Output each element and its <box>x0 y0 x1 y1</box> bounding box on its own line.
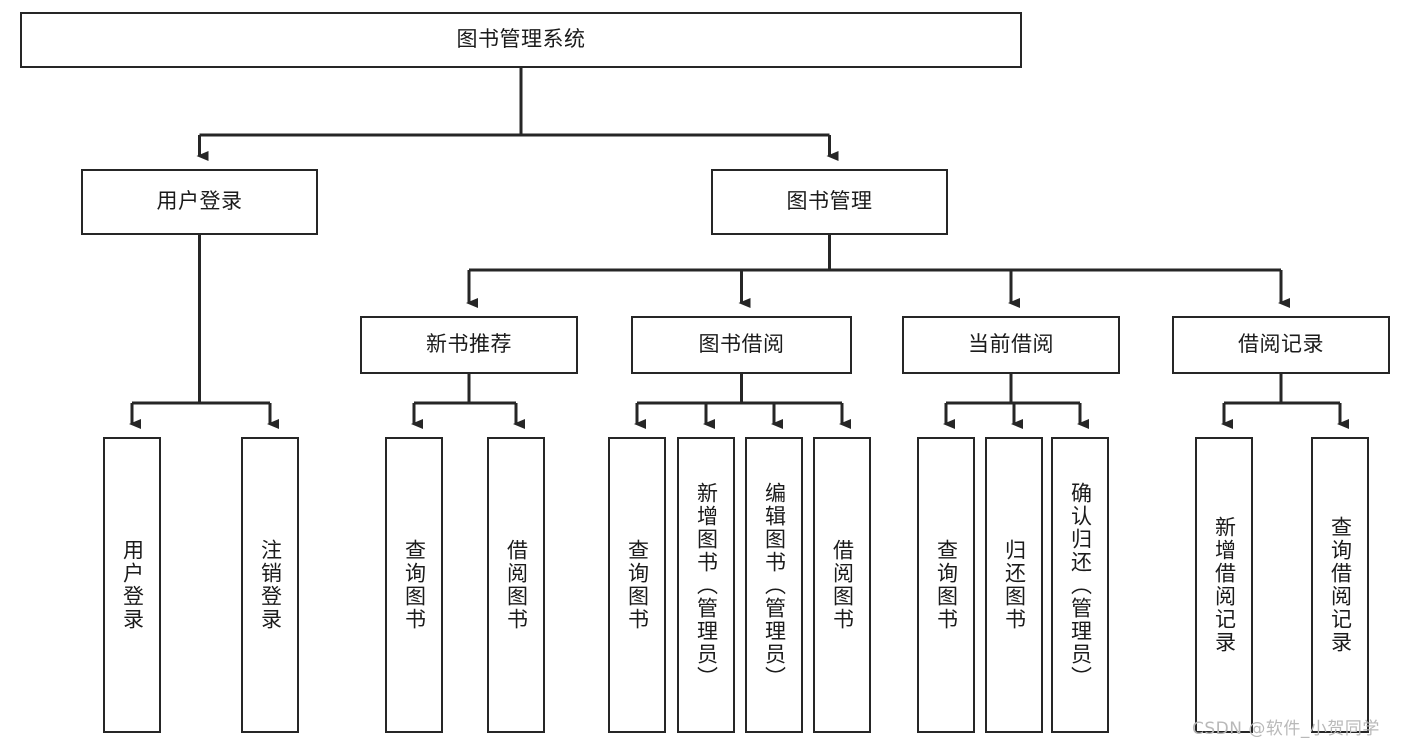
node-current-borrow[interactable]: 当前借阅 <box>902 316 1120 374</box>
node-leaf-borrow-book-1[interactable]: 借阅图书 <box>487 437 545 733</box>
node-leaf-add-book-admin-label: 新增图书（管理员） <box>694 481 719 689</box>
node-borrow-record-label: 借阅记录 <box>1238 332 1324 357</box>
node-leaf-logout-login-label: 注销登录 <box>258 539 283 631</box>
node-leaf-borrow-book-2-label: 借阅图书 <box>830 539 855 631</box>
node-user-login-label: 用户登录 <box>156 189 243 214</box>
node-current-borrow-label: 当前借阅 <box>968 332 1054 357</box>
node-leaf-query-book-1-label: 查询图书 <box>402 539 427 631</box>
node-leaf-user-login-label: 用户登录 <box>120 539 145 631</box>
node-root-system[interactable]: 图书管理系统 <box>20 12 1022 68</box>
node-leaf-add-book-admin[interactable]: 新增图书（管理员） <box>677 437 735 733</box>
node-leaf-query-book-2[interactable]: 查询图书 <box>608 437 666 733</box>
node-leaf-return-book[interactable]: 归还图书 <box>985 437 1043 733</box>
node-leaf-borrow-book-2[interactable]: 借阅图书 <box>813 437 871 733</box>
node-new-book-recommend-label: 新书推荐 <box>426 332 512 357</box>
node-book-borrow-label: 图书借阅 <box>698 332 785 357</box>
node-leaf-edit-book-admin-label: 编辑图书（管理员） <box>762 481 787 689</box>
node-new-book-recommend[interactable]: 新书推荐 <box>360 316 578 374</box>
node-leaf-query-book-2-label: 查询图书 <box>625 539 650 631</box>
node-root-label: 图书管理系统 <box>456 27 586 52</box>
node-leaf-query-book-1[interactable]: 查询图书 <box>385 437 443 733</box>
node-leaf-confirm-return-admin[interactable]: 确认归还（管理员） <box>1051 437 1109 733</box>
node-leaf-add-borrow-record-label: 新增借阅记录 <box>1212 516 1237 654</box>
node-leaf-add-borrow-record[interactable]: 新增借阅记录 <box>1195 437 1253 733</box>
node-leaf-query-book-3[interactable]: 查询图书 <box>917 437 975 733</box>
node-book-management-label: 图书管理 <box>786 189 873 214</box>
node-book-borrow[interactable]: 图书借阅 <box>631 316 852 374</box>
node-leaf-query-borrow-record[interactable]: 查询借阅记录 <box>1311 437 1369 733</box>
node-book-management[interactable]: 图书管理 <box>711 169 948 235</box>
node-leaf-borrow-book-1-label: 借阅图书 <box>504 539 529 631</box>
node-leaf-confirm-return-admin-label: 确认归还（管理员） <box>1068 481 1093 689</box>
node-leaf-return-book-label: 归还图书 <box>1002 539 1027 631</box>
node-leaf-query-borrow-record-label: 查询借阅记录 <box>1328 516 1353 654</box>
node-leaf-query-book-3-label: 查询图书 <box>934 539 959 631</box>
node-leaf-edit-book-admin[interactable]: 编辑图书（管理员） <box>745 437 803 733</box>
node-leaf-logout-login[interactable]: 注销登录 <box>241 437 299 733</box>
node-leaf-user-login[interactable]: 用户登录 <box>103 437 161 733</box>
node-user-login[interactable]: 用户登录 <box>81 169 318 235</box>
node-borrow-record[interactable]: 借阅记录 <box>1172 316 1390 374</box>
